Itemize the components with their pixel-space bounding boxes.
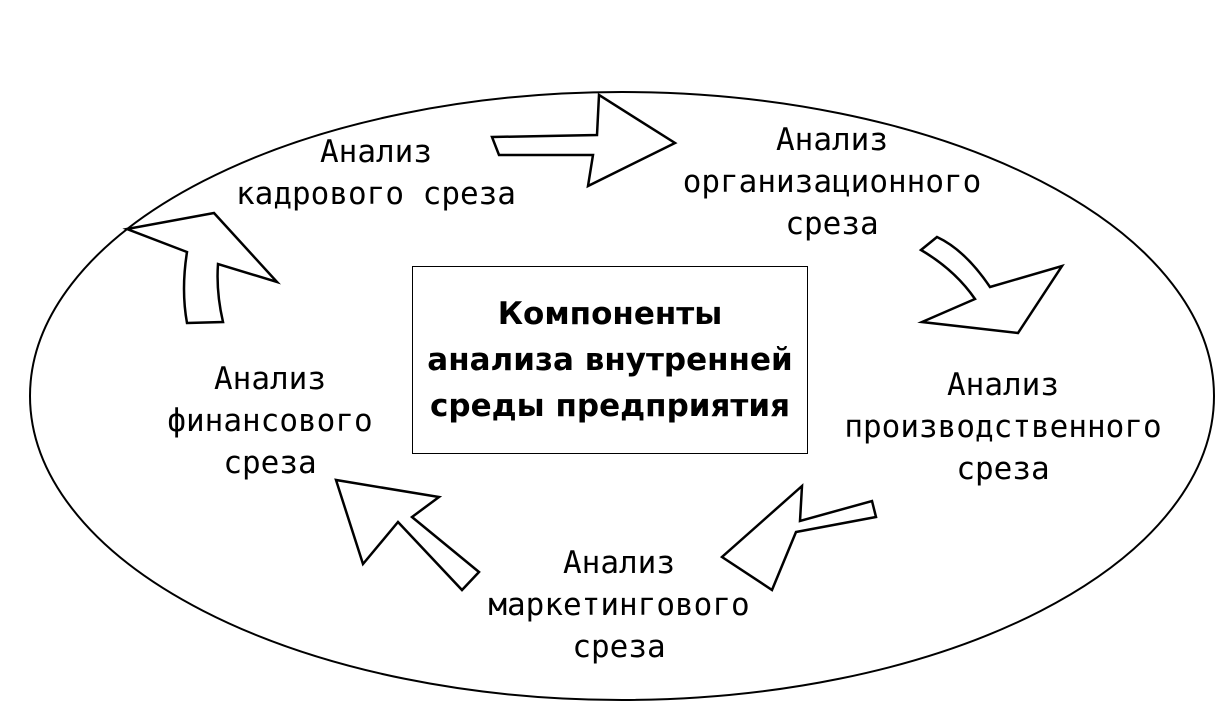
outer-ellipse [29, 91, 1215, 701]
node-line: кадрового среза [236, 176, 516, 212]
node-line: производственного [844, 409, 1162, 445]
arrow-marketing-to-financial [334, 478, 481, 592]
node-line: Анализ [214, 361, 326, 397]
arrow-personnel-to-organizational [490, 92, 678, 189]
node-line: финансового [167, 403, 373, 439]
node-line: среза [572, 629, 666, 665]
arrow-production-to-marketing [719, 483, 878, 592]
node-production: Анализ производственного среза [844, 364, 1161, 490]
node-line: Анализ [776, 122, 888, 158]
node-line: Анализ [947, 367, 1059, 403]
center-topic-box: Компоненты анализа внутренней среды пред… [412, 266, 808, 454]
arrow-financial-to-personnel [122, 211, 282, 325]
node-marketing: Анализ маркетингового среза [488, 542, 749, 668]
node-line: среза [785, 206, 879, 242]
center-topic-text: Компоненты анализа внутренней среды пред… [427, 291, 792, 429]
center-topic-line: Компоненты [497, 296, 723, 332]
node-line: маркетингового [488, 587, 750, 623]
arrow-organizational-to-production [917, 235, 1065, 335]
node-personnel: Анализ кадрового среза [236, 131, 516, 215]
node-line: Анализ [563, 545, 675, 581]
center-topic-line: анализа внутренней [427, 342, 793, 378]
node-organizational: Анализ организационного среза [683, 119, 982, 245]
center-topic-line: среды предприятия [430, 388, 790, 424]
node-financial: Анализ финансового среза [167, 358, 372, 484]
node-line: среза [956, 451, 1050, 487]
node-line: среза [223, 445, 317, 481]
node-line: Анализ [320, 134, 432, 170]
node-line: организационного [682, 164, 982, 200]
